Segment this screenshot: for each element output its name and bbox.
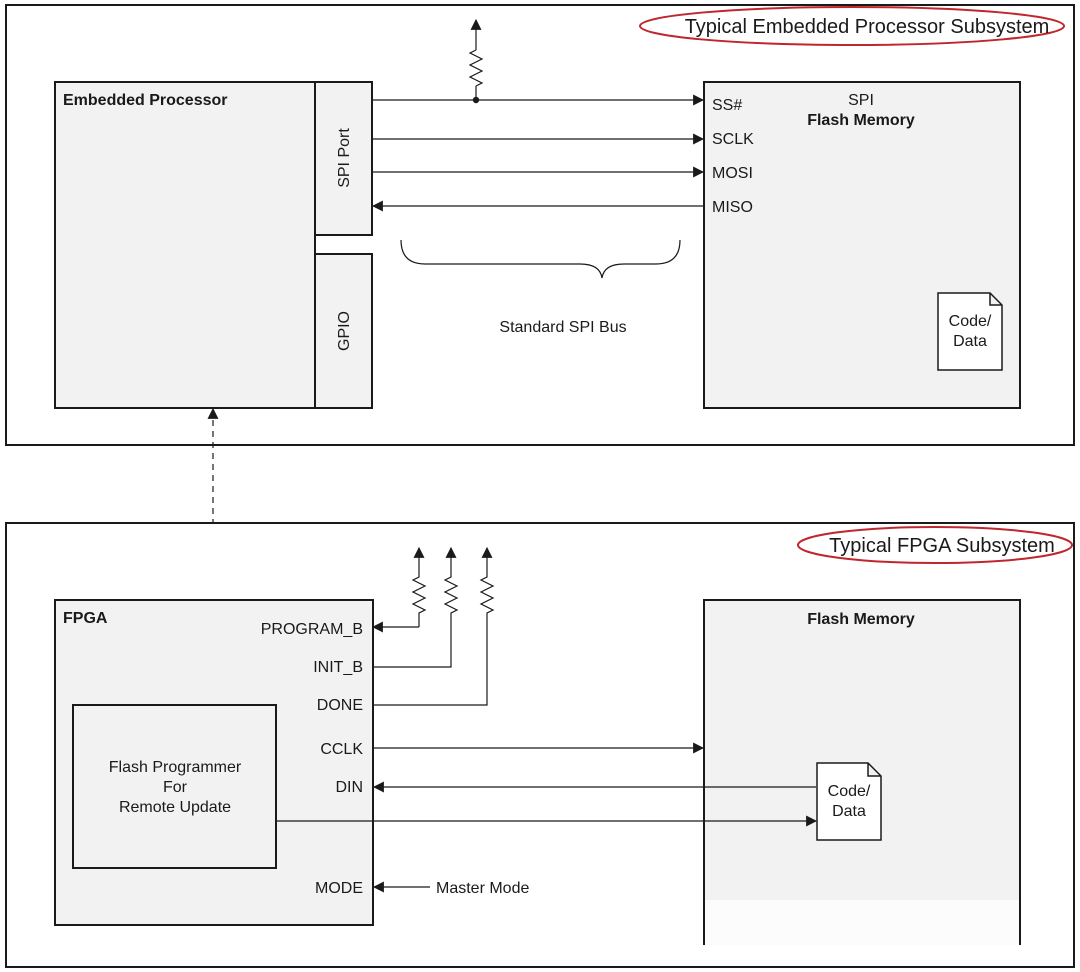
flash-memory-outline [703,599,1021,945]
gpio-block [314,253,373,409]
programmer-line2: For [163,779,188,796]
pin-done: DONE [317,697,363,714]
bottom-subsystem-title: Typical FPGA Subsystem [829,535,1055,557]
pullup-resistor-done [373,546,495,706]
spi-port-block [314,81,373,236]
programmer-line1: Flash Programmer [109,759,242,776]
pin-program-b: PROGRAM_B [261,621,363,638]
pin-cclk: CCLK [320,741,363,758]
top-doc-line2: Data [953,333,987,350]
fpga-subsystem: Typical FPGA Subsystem FPGA PROGRAM_B IN… [5,522,1075,968]
bottom-code-data-document [816,762,882,841]
pullup-resistor-init-b [373,546,459,668]
top-doc-line1: Code/ [949,313,992,330]
pin-init-b: INIT_B [313,659,363,676]
pullup-resistor-ss [468,18,484,104]
top-subsystem-title: Typical Embedded Processor Subsystem [685,16,1050,38]
top-title-oval [639,6,1065,46]
fpga-label: FPGA [63,610,108,627]
spi-flash-title-line1: SPI [848,92,874,109]
embedded-processor-subsystem: Typical Embedded Processor Subsystem Emb… [5,4,1075,446]
spi-flash-block [703,81,1021,409]
pin-sclk: SCLK [712,131,754,148]
spi-bus-label: Standard SPI Bus [499,319,626,336]
gpio-label: GPIO [336,311,353,351]
pin-ss: SS# [712,97,742,114]
pin-miso: MISO [712,199,753,216]
flash-programmer-block [72,704,277,869]
programmer-line3: Remote Update [119,799,231,816]
top-code-data-document [937,292,1003,371]
pin-mosi: MOSI [712,165,753,182]
master-mode-label: Master Mode [436,880,529,897]
pin-din: DIN [335,779,363,796]
embedded-processor-block [54,81,316,409]
bottom-doc-line2: Data [832,803,866,820]
embedded-processor-label: Embedded Processor [63,92,228,109]
pullup-resistor-program-b [371,546,427,633]
pin-mode: MODE [315,880,363,897]
spi-bus-brace [400,239,681,279]
spi-port-label: SPI Port [336,128,353,188]
spi-flash-title-line2: Flash Memory [807,112,915,129]
bottom-title-oval [797,526,1073,564]
flash-memory-title: Flash Memory [807,611,915,628]
bottom-doc-line1: Code/ [828,783,871,800]
